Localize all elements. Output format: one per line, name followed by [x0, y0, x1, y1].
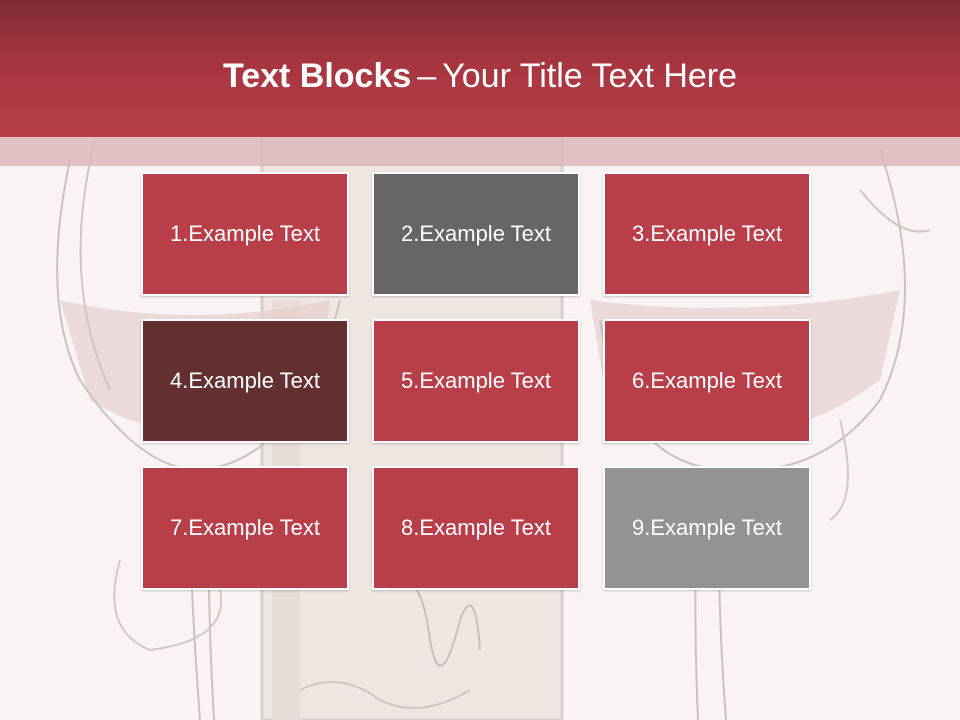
text-block-4[interactable]: 4.Example Text [141, 319, 349, 443]
slide-title-separator: – [417, 57, 437, 95]
text-block-1[interactable]: 1.Example Text [141, 172, 349, 296]
text-block-2[interactable]: 2.Example Text [372, 172, 580, 296]
title-banner [0, 0, 960, 137]
text-block-6[interactable]: 6.Example Text [603, 319, 811, 443]
text-block-8[interactable]: 8.Example Text [372, 466, 580, 590]
title-underline-strip [0, 137, 960, 166]
text-block-5[interactable]: 5.Example Text [372, 319, 580, 443]
slide-title[interactable]: Text Blocks–Your Title Text Here [0, 54, 960, 98]
slide-title-rest: Your Title Text Here [442, 57, 738, 95]
text-block-3[interactable]: 3.Example Text [603, 172, 811, 296]
text-block-7[interactable]: 7.Example Text [141, 466, 349, 590]
text-block-9[interactable]: 9.Example Text [603, 466, 811, 590]
slide-title-bold: Text Blocks [222, 57, 412, 95]
